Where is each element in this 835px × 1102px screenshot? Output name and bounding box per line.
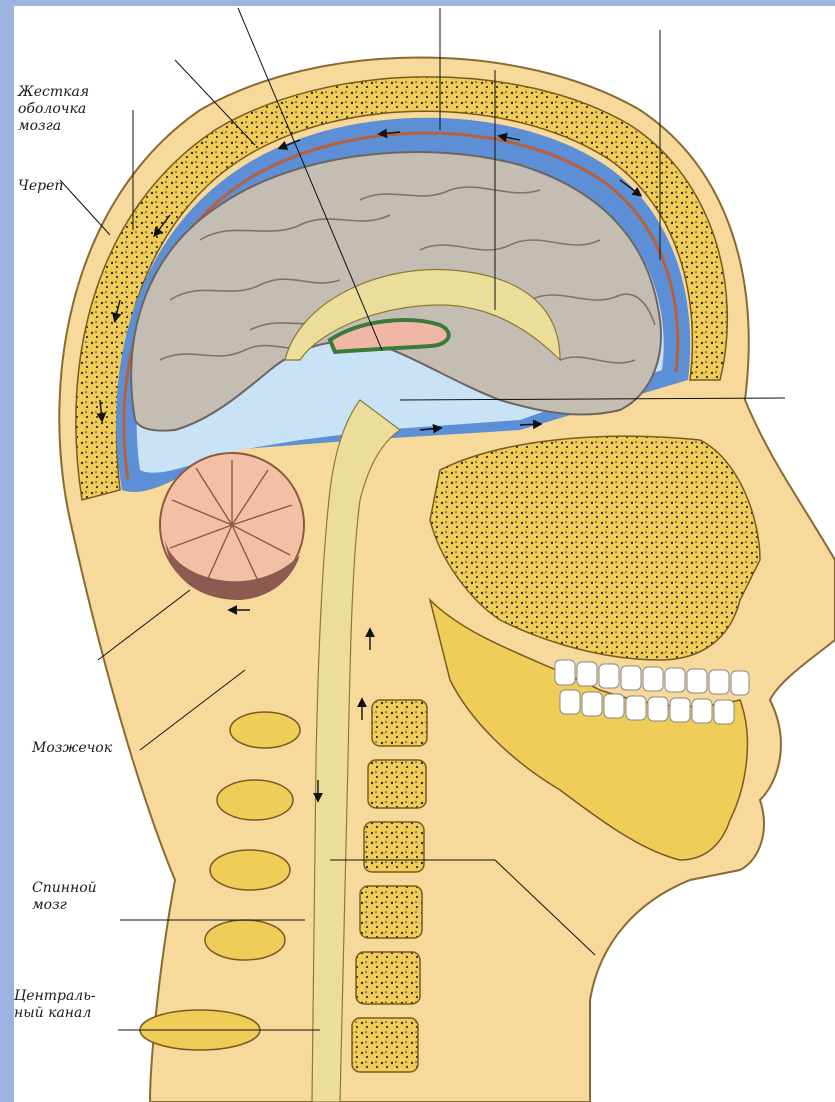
label-skull: Череп [18, 178, 63, 195]
label-central-canal: Централь- ный канал [14, 988, 96, 1022]
label-dura-mater: Жесткая оболочка мозга [18, 84, 89, 135]
label-cerebellum: Мозжечок [32, 740, 112, 757]
top-frame-edge [0, 0, 835, 6]
label-spinal-cord: Спинной мозг [32, 880, 97, 914]
left-frame-edge [0, 0, 14, 1102]
